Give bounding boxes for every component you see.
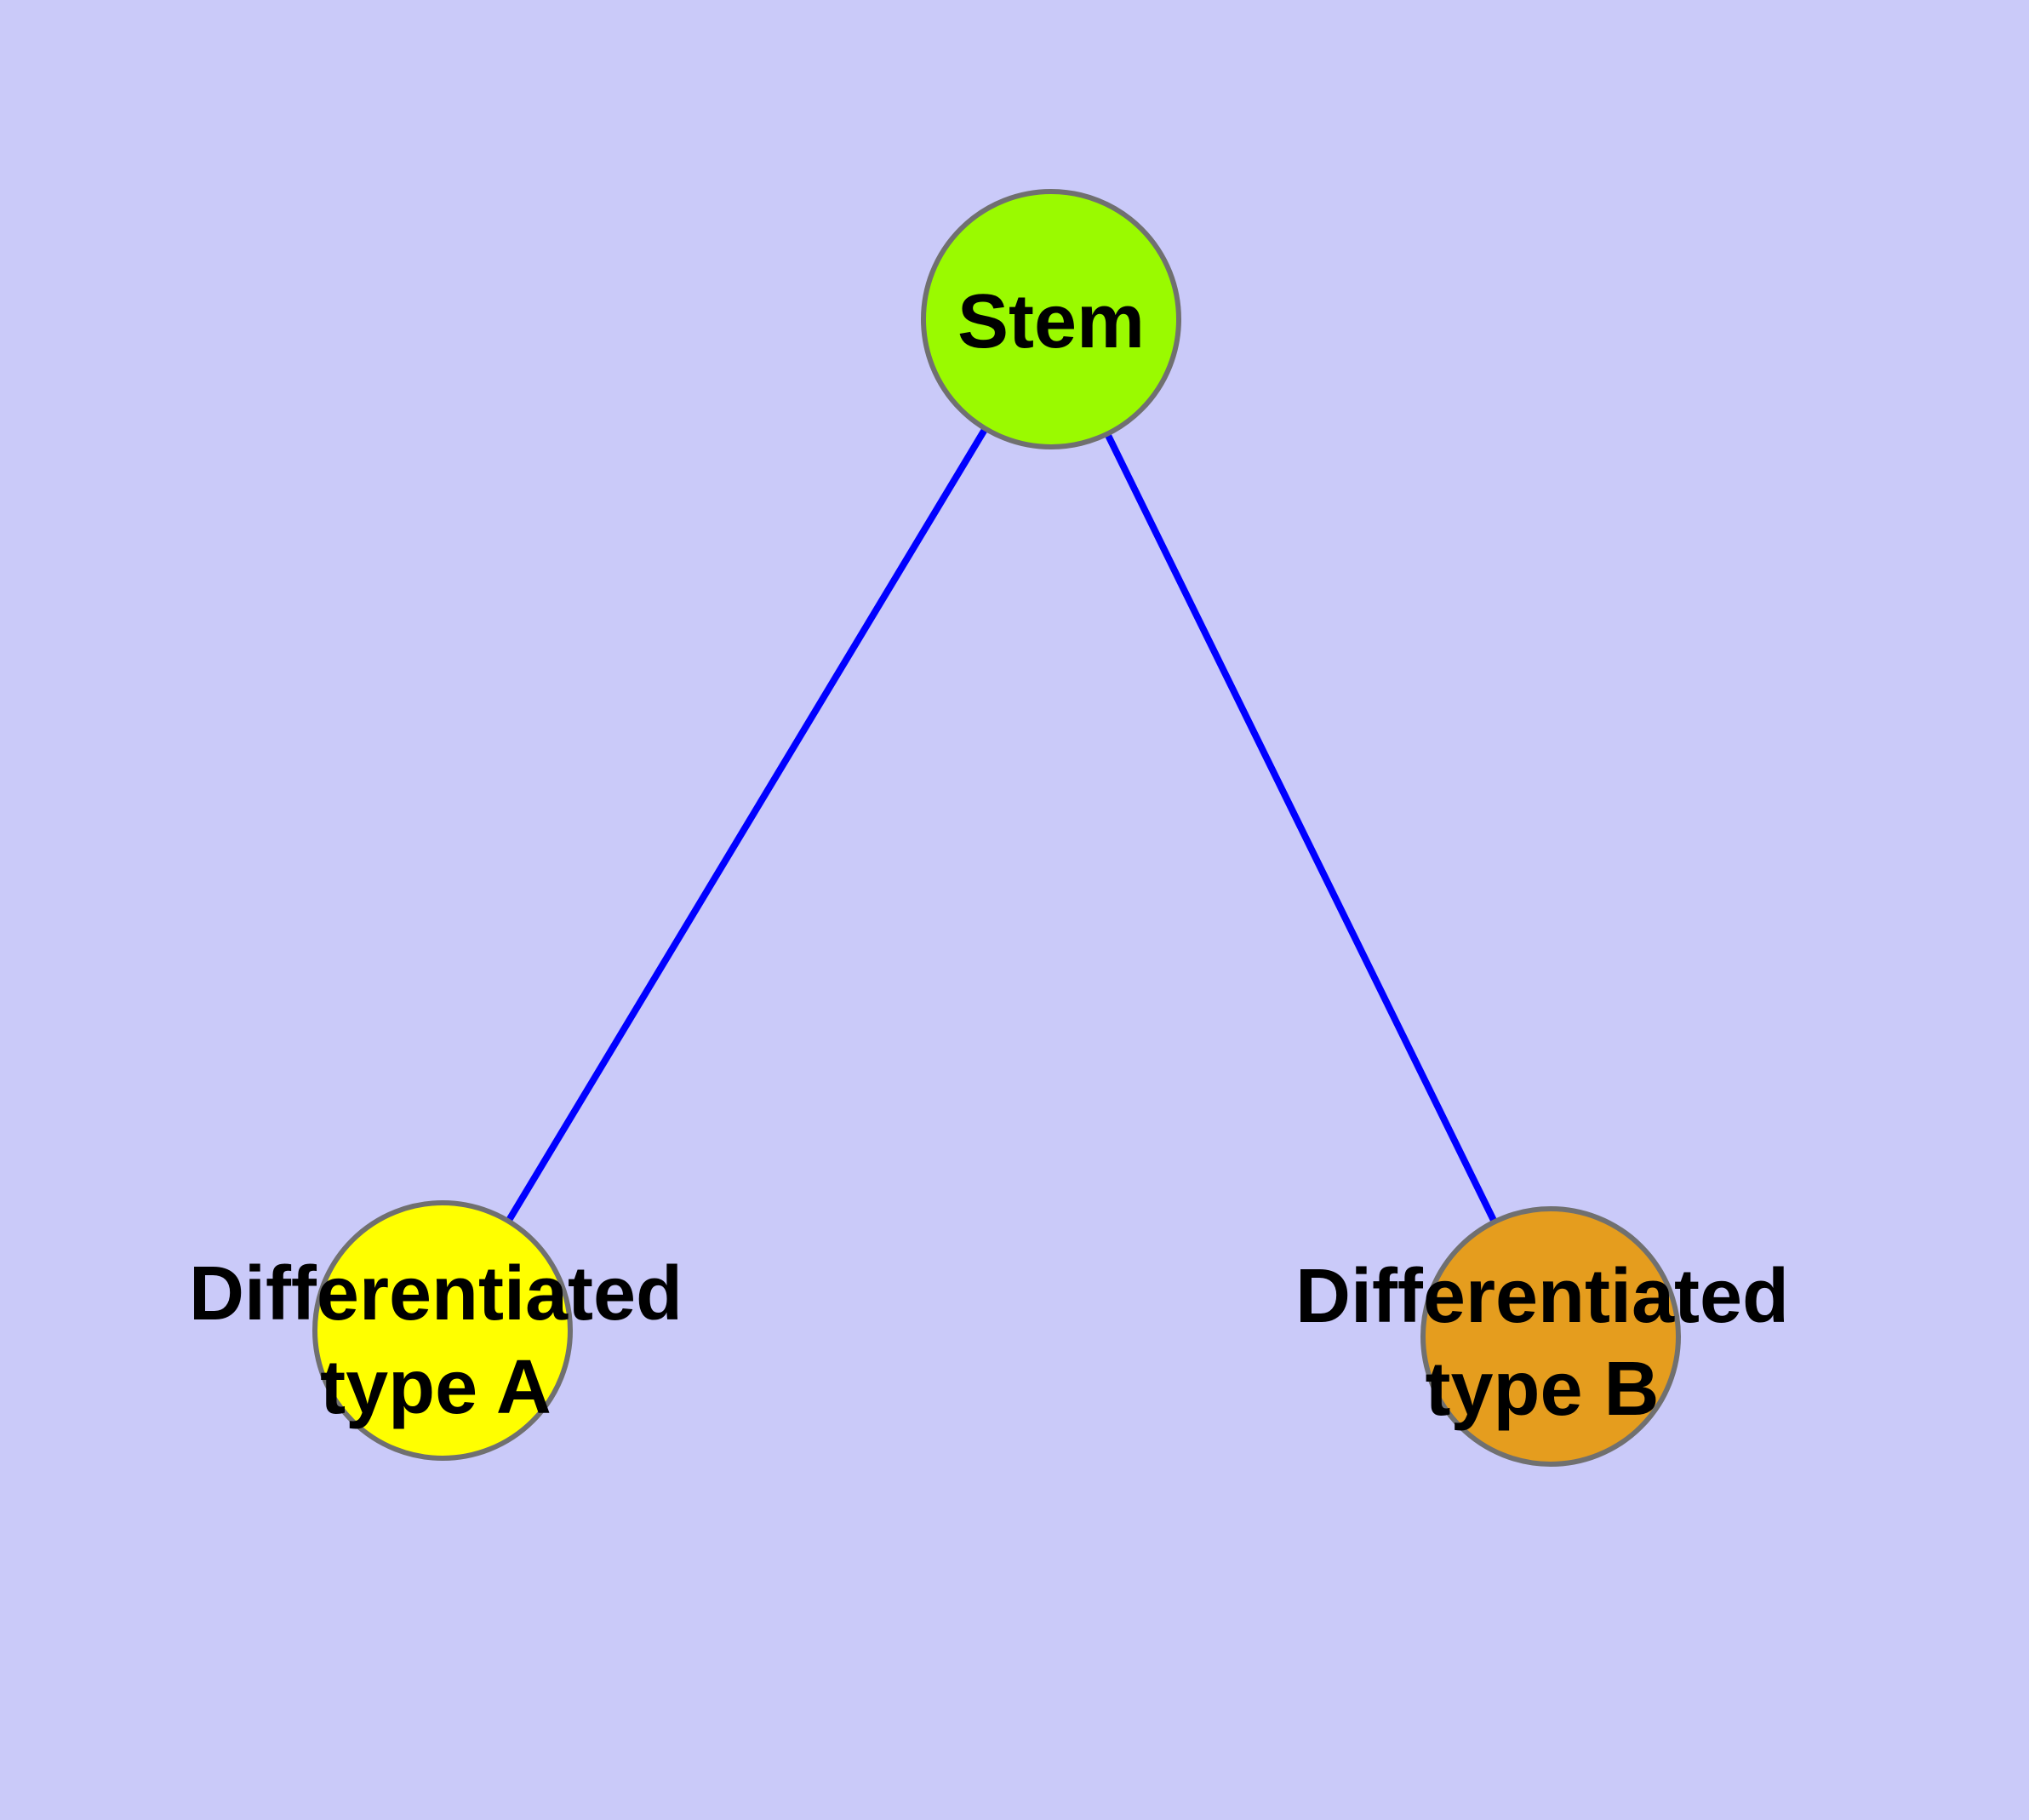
edge-stem-to-type-b — [1048, 318, 1554, 1338]
type-a-node-label-line2: type A — [320, 1345, 552, 1430]
type-b-node-label-line1: Differentiated — [1295, 1254, 1789, 1339]
edge-stem-to-type-a — [439, 317, 1055, 1333]
stem-node-label: Stem — [957, 279, 1145, 364]
type-b-node-circle — [1420, 1206, 1681, 1467]
edge-group — [439, 317, 1554, 1338]
type-a-node-label-line1: Differentiated — [189, 1251, 683, 1336]
node-differentiated-type-b: Differentiated type B — [1295, 1206, 1789, 1467]
type-b-node-label-line2: type B — [1425, 1347, 1659, 1432]
node-differentiated-type-a: Differentiated type A — [189, 1200, 683, 1461]
node-stem: Stem — [921, 189, 1181, 449]
stem-node-circle — [921, 189, 1181, 449]
type-a-node-circle — [312, 1200, 573, 1461]
